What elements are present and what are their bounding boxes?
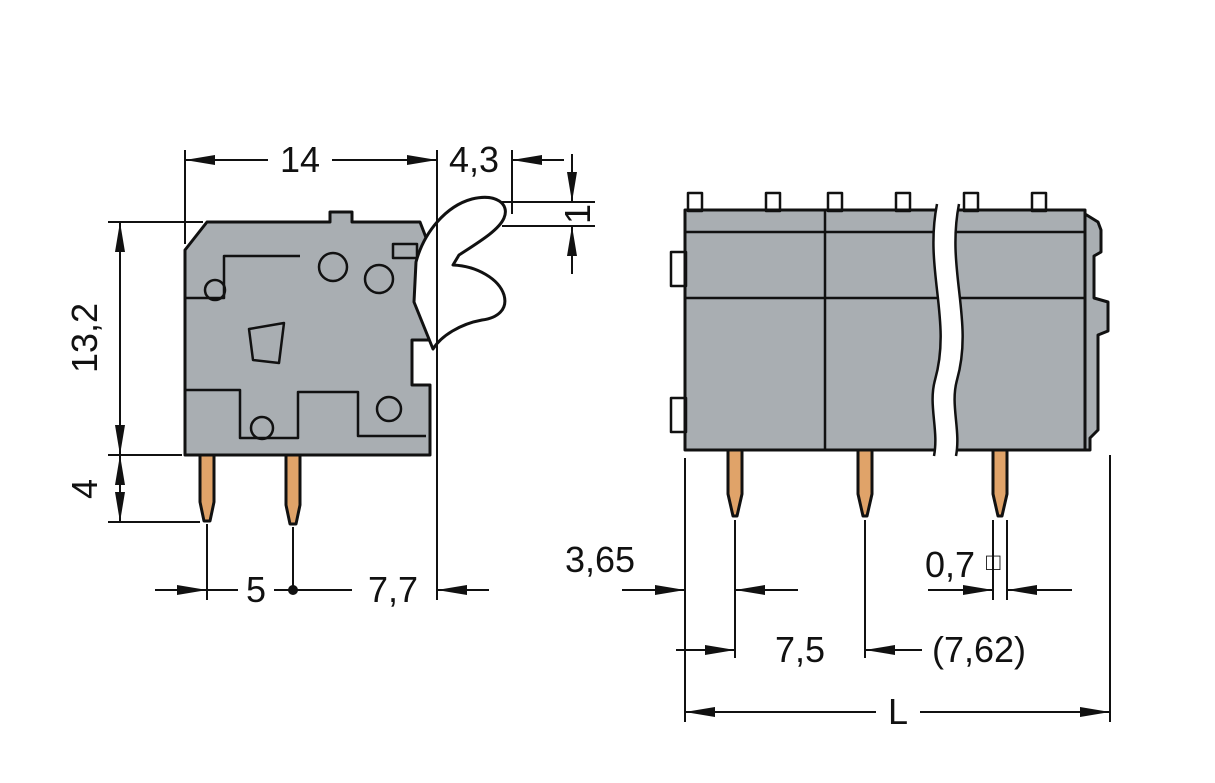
square-symbol-icon: □ <box>986 549 1001 576</box>
dim-label-pitch: 7,5 <box>775 629 825 670</box>
solder-pin <box>284 452 302 526</box>
dim-label-pin-spacing: 5 <box>246 569 266 610</box>
side-view: 14 4,3 1 13,2 4 5 7,7 <box>64 139 598 610</box>
solder-pin <box>856 447 874 518</box>
housing-hole <box>249 415 275 441</box>
dim-label-overall-length: L <box>888 691 908 732</box>
side-tab <box>669 250 688 288</box>
break-edge <box>953 203 964 457</box>
mounting-tab <box>1030 191 1048 213</box>
solder-pin <box>726 447 744 518</box>
inner-contour <box>185 254 300 300</box>
dim-label-pin-square: 0,7 <box>925 544 975 585</box>
dim-label-pusher-thickness: 1 <box>557 204 598 224</box>
clamp-spring-detail <box>247 321 286 365</box>
side-tab <box>669 396 688 434</box>
housing-hole <box>203 278 227 302</box>
housing-side-body <box>183 210 439 457</box>
dim-label-pusher-width: 4,3 <box>449 139 499 180</box>
end-plate <box>1083 212 1110 452</box>
solder-pin <box>991 447 1009 518</box>
mounting-tab <box>894 191 912 213</box>
mounting-tab <box>962 191 980 213</box>
housing-front-body <box>683 208 1087 452</box>
actuation-lever <box>412 195 507 351</box>
break-edge <box>931 203 942 457</box>
front-view: 3,65 7,5 (7,62) 0,7 □ L <box>565 191 1111 732</box>
housing-hole <box>363 263 395 295</box>
length-break-band <box>932 204 963 456</box>
housing-hole <box>375 395 403 423</box>
dim-label-pitch-alt: (7,62) <box>932 629 1026 670</box>
mounting-tab <box>764 191 782 213</box>
dim-label-overall-width: 14 <box>280 139 320 180</box>
mounting-tab <box>826 191 844 213</box>
housing-hole <box>317 251 349 283</box>
lever-slot <box>391 242 419 260</box>
inner-contour <box>185 388 426 440</box>
solder-pin <box>198 452 216 523</box>
dim-label-pin-length: 4 <box>64 479 105 499</box>
mounting-tab <box>686 191 704 213</box>
dim-label-housing-height: 13,2 <box>64 303 105 373</box>
dim-label-pin-to-edge: 7,7 <box>368 569 418 610</box>
dim-label-edge-to-pin: 3,65 <box>565 539 635 580</box>
